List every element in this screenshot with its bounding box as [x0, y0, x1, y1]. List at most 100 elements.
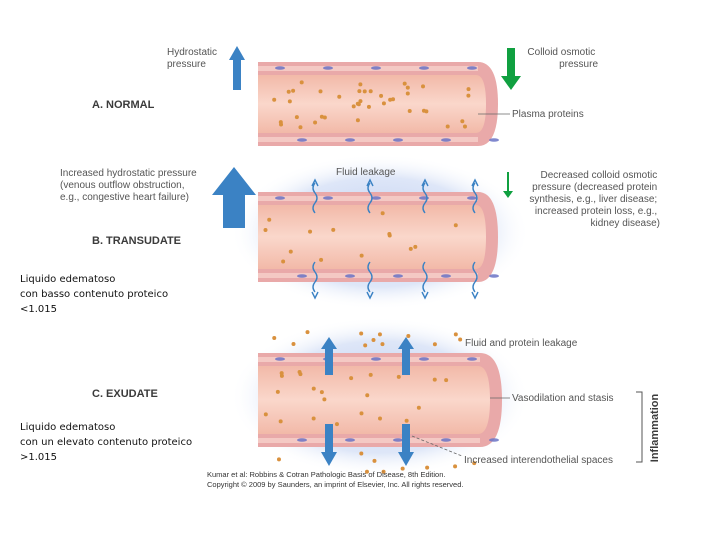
protein-dot [272, 97, 277, 102]
protein-dot [355, 118, 360, 123]
protein-dot [313, 120, 318, 125]
protein-dot [371, 338, 376, 343]
protein-dot [288, 249, 293, 254]
endothelial-nucleus [371, 357, 381, 361]
fluid-leakage-arrows [311, 178, 479, 300]
exudate-leak-arrow-left-down [321, 424, 337, 466]
inflammation-bracket [636, 391, 643, 463]
protein-dot [380, 211, 385, 216]
protein-dot [372, 458, 377, 463]
endothelial-nucleus [275, 357, 285, 361]
protein-dot [432, 342, 437, 347]
protein-dot [432, 377, 437, 382]
protein-dot [416, 405, 421, 410]
endothelial-nucleus [275, 196, 285, 200]
exudate-leak-arrow-left-up [321, 337, 337, 375]
protein-dot [276, 457, 281, 462]
protein-dot [380, 342, 385, 347]
increased-hydrostatic-label: Increased hydrostatic pressure (venous o… [60, 168, 200, 203]
endothelial-nucleus [345, 438, 355, 442]
protein-dot [358, 99, 363, 104]
protein-dot [368, 372, 373, 377]
protein-dot [305, 330, 310, 335]
plasma-proteins-label: Plasma proteins [512, 109, 584, 120]
protein-dot [281, 259, 286, 264]
protein-dot [381, 101, 386, 106]
colloid-label-normal: Colloid osmotic pressure [527, 47, 598, 70]
protein-dot [472, 461, 477, 466]
endothelial-nucleus [323, 66, 333, 70]
vessel-exudate [258, 353, 502, 447]
fluid-squiggle-down [472, 261, 478, 293]
protein-dot [365, 393, 370, 398]
protein-dot [311, 386, 316, 391]
protein-dot [407, 109, 412, 114]
fluid-squiggle-up [312, 182, 318, 214]
colloid-arrow-normal [501, 48, 521, 90]
fluid-leakage-label: Fluid leakage [336, 167, 396, 178]
endothelial-nucleus [345, 274, 355, 278]
protein-dot [322, 115, 327, 120]
endothelial-nucleus [297, 438, 307, 442]
protein-dot [351, 104, 356, 109]
protein-dot [267, 217, 272, 222]
protein-dot [453, 464, 458, 469]
figure-credit: Kumar et al: Robbins & Cotran Pathologic… [207, 470, 463, 489]
protein-dot [458, 337, 463, 342]
endothelial-nucleus [441, 274, 451, 278]
protein-dot [402, 81, 407, 86]
fluid-squiggle-up-head [311, 178, 319, 187]
exudate-leak-arrow-right-down [398, 424, 414, 466]
endothelial-nucleus [467, 357, 477, 361]
vessel-normal [258, 62, 498, 146]
protein-dot [406, 333, 411, 338]
protein-dot [299, 80, 304, 85]
protein-dot [396, 374, 401, 379]
fluid-squiggle-down [312, 261, 318, 293]
section-label-normal: A. NORMAL [92, 99, 155, 111]
protein-dot [263, 412, 268, 417]
protein-dot [319, 390, 324, 395]
protein-dot [453, 332, 458, 337]
section-label-transudate: B. TRANSUDATE [92, 235, 181, 247]
protein-dot [357, 89, 362, 94]
endothelial-nucleus [489, 138, 499, 142]
protein-dot [349, 376, 354, 381]
protein-dot [379, 93, 384, 98]
protein-dot [387, 233, 392, 238]
plasma-protein-dots [263, 80, 477, 474]
protein-dot [381, 469, 386, 474]
fluid-squiggle-down-head [311, 291, 319, 300]
decreased-colloid-label: Decreased colloid osmotic pressure (decr… [529, 170, 660, 229]
protein-dot [377, 332, 382, 337]
protein-dot [413, 244, 418, 249]
endothelial-nucleus [393, 438, 403, 442]
transudate-note: Liquido edematoso con basso contenuto pr… [20, 274, 169, 315]
protein-dot [331, 227, 336, 232]
protein-dot [362, 89, 367, 94]
protein-dot [279, 122, 284, 127]
hydrostatic-arrow-normal [229, 46, 245, 90]
protein-dot [286, 89, 291, 94]
vessel-transudate [258, 192, 498, 282]
endothelial-nucleus [489, 438, 499, 442]
protein-dot [334, 422, 339, 427]
endothelial-nucleus [297, 138, 307, 142]
protein-dot [366, 104, 371, 109]
protein-dot [291, 88, 296, 93]
fluid-squiggle-down-head [366, 291, 374, 300]
protein-dot [445, 124, 450, 129]
endothelial-nucleus [371, 196, 381, 200]
endothelial-nucleus [323, 196, 333, 200]
protein-dot [453, 223, 458, 228]
endothelial-nucleus [419, 357, 429, 361]
endothelial-nucleus [371, 66, 381, 70]
protein-dot [319, 114, 324, 119]
protein-dot [297, 370, 302, 375]
fluid-squiggle-up-head [421, 178, 429, 187]
protein-dot [444, 378, 449, 383]
protein-dot [368, 89, 373, 94]
interendothelial-spaces-label: Increased interendothelial spaces [464, 455, 613, 466]
endothelial-nucleus [467, 66, 477, 70]
